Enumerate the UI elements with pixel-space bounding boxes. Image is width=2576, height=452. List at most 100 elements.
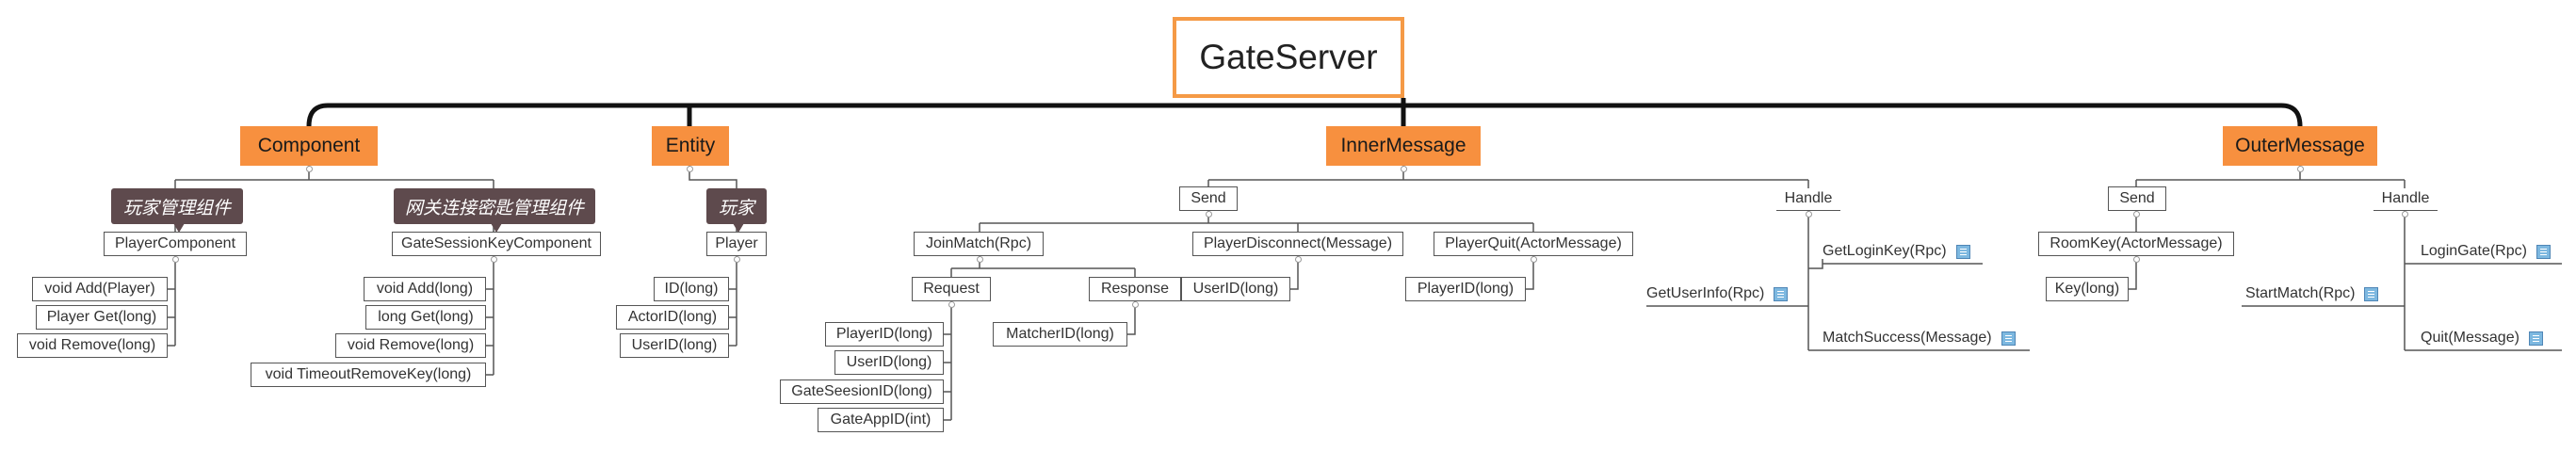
start-match-label: StartMatch(Rpc) bbox=[2245, 285, 2356, 301]
request-field-node[interactable]: GateSeesionID(long) bbox=[780, 379, 944, 404]
session-method-node[interactable]: void Remove(long) bbox=[335, 333, 486, 358]
player-entity-label: Player bbox=[715, 235, 758, 251]
join-match-label: JoinMatch(Rpc) bbox=[925, 235, 1032, 251]
request-field-label: GateAppID(int) bbox=[830, 412, 932, 428]
session-method-node[interactable]: long Get(long) bbox=[365, 305, 486, 330]
session-method-node[interactable]: void TimeoutRemoveKey(long) bbox=[251, 363, 486, 387]
quit-label: Quit(Message) bbox=[2421, 330, 2519, 346]
root-label: GateServer bbox=[1199, 38, 1378, 76]
root-node[interactable]: GateServer bbox=[1173, 17, 1404, 98]
match-success-node[interactable]: MatchSuccess(Message) bbox=[1823, 326, 2016, 350]
disconnect-field-label: UserID(long) bbox=[1192, 281, 1279, 297]
note-icon[interactable] bbox=[1774, 286, 1789, 301]
player-component-label: PlayerComponent bbox=[114, 235, 236, 251]
note-icon[interactable] bbox=[2001, 331, 2016, 346]
collapse-toggle[interactable] bbox=[1295, 256, 1302, 263]
player-disconnect-node[interactable]: PlayerDisconnect(Message) bbox=[1192, 232, 1403, 256]
session-tag-label: 网关连接密匙管理组件 bbox=[404, 198, 584, 218]
component-node[interactable]: Component bbox=[240, 126, 378, 166]
request-node[interactable]: Request bbox=[912, 277, 991, 301]
player-method-node[interactable]: Player Get(long) bbox=[36, 305, 168, 330]
player-field-node[interactable]: ID(long) bbox=[654, 277, 729, 301]
login-gate-node[interactable]: LoginGate(Rpc) bbox=[2421, 239, 2551, 264]
session-component-label: GateSessionKeyComponent bbox=[401, 235, 591, 251]
request-field-node[interactable]: UserID(long) bbox=[834, 350, 944, 375]
outer-send-node[interactable]: Send bbox=[2108, 186, 2166, 211]
collapse-toggle[interactable] bbox=[306, 166, 313, 172]
collapse-toggle[interactable] bbox=[2297, 166, 2304, 172]
entity-label: Entity bbox=[665, 135, 716, 156]
outer-message-label: OuterMessage bbox=[2235, 135, 2365, 156]
outer-message-node[interactable]: OuterMessage bbox=[2223, 126, 2377, 166]
join-match-node[interactable]: JoinMatch(Rpc) bbox=[914, 232, 1044, 256]
inner-message-node[interactable]: InnerMessage bbox=[1326, 126, 1481, 166]
player-method-label: void Remove(long) bbox=[28, 337, 156, 353]
collapse-toggle[interactable] bbox=[977, 256, 983, 263]
note-icon[interactable] bbox=[2535, 244, 2551, 259]
request-field-label: UserID(long) bbox=[846, 354, 932, 370]
collapse-toggle[interactable] bbox=[1206, 211, 1212, 218]
inner-send-node[interactable]: Send bbox=[1179, 186, 1238, 211]
collapse-toggle[interactable] bbox=[687, 166, 693, 172]
player-component-node[interactable]: PlayerComponent bbox=[104, 232, 247, 256]
inner-message-label: InnerMessage bbox=[1340, 135, 1466, 156]
collapse-toggle[interactable] bbox=[2133, 211, 2140, 218]
player-tag-callout: 玩家管理组件 bbox=[111, 188, 243, 233]
player-disconnect-label: PlayerDisconnect(Message) bbox=[1203, 235, 1393, 251]
player-method-label: Player Get(long) bbox=[46, 309, 157, 325]
player-field-label: ID(long) bbox=[664, 281, 719, 297]
entity-node[interactable]: Entity bbox=[652, 126, 729, 166]
collapse-toggle[interactable] bbox=[491, 256, 497, 263]
get-login-key-node[interactable]: GetLoginKey(Rpc) bbox=[1823, 239, 1970, 264]
request-label: Request bbox=[923, 281, 980, 297]
player-method-label: void Add(Player) bbox=[44, 281, 155, 297]
quit-node[interactable]: Quit(Message) bbox=[2421, 326, 2543, 350]
note-icon[interactable] bbox=[2364, 286, 2379, 301]
quit-field-node[interactable]: PlayerID(long) bbox=[1405, 277, 1526, 301]
entity-tag-label: 玩家 bbox=[718, 198, 754, 218]
collapse-toggle[interactable] bbox=[2402, 211, 2408, 218]
collapse-toggle[interactable] bbox=[948, 301, 955, 308]
session-method-label: void Add(long) bbox=[376, 281, 474, 297]
note-icon[interactable] bbox=[1955, 244, 1970, 259]
note-icon[interactable] bbox=[2528, 331, 2543, 346]
session-method-node[interactable]: void Add(long) bbox=[364, 277, 486, 301]
collapse-toggle[interactable] bbox=[1806, 211, 1812, 218]
collapse-toggle[interactable] bbox=[172, 256, 179, 263]
player-quit-label: PlayerQuit(ActorMessage) bbox=[1445, 235, 1622, 251]
room-key-node[interactable]: RoomKey(ActorMessage) bbox=[2038, 232, 2234, 256]
outer-send-label: Send bbox=[2119, 190, 2155, 206]
session-component-node[interactable]: GateSessionKeyComponent bbox=[392, 232, 601, 256]
disconnect-field-node[interactable]: UserID(long) bbox=[1181, 277, 1290, 301]
player-field-node[interactable]: UserID(long) bbox=[620, 333, 729, 358]
room-key-field-label: Key(long) bbox=[2054, 281, 2120, 297]
response-node[interactable]: Response bbox=[1089, 277, 1181, 301]
player-method-node[interactable]: void Add(Player) bbox=[32, 277, 168, 301]
player-method-node[interactable]: void Remove(long) bbox=[17, 333, 168, 358]
collapse-toggle[interactable] bbox=[1132, 301, 1139, 308]
collapse-toggle[interactable] bbox=[1531, 256, 1537, 263]
component-label: Component bbox=[257, 135, 361, 156]
collapse-toggle[interactable] bbox=[1401, 166, 1407, 172]
player-field-node[interactable]: ActorID(long) bbox=[616, 305, 729, 330]
start-match-node[interactable]: StartMatch(Rpc) bbox=[2245, 282, 2379, 306]
inner-handle-node[interactable]: Handle bbox=[1776, 186, 1840, 211]
room-key-label: RoomKey(ActorMessage) bbox=[2049, 235, 2223, 251]
get-user-info-node[interactable]: GetUserInfo(Rpc) bbox=[1646, 282, 1789, 306]
outer-handle-node[interactable]: Handle bbox=[2373, 186, 2438, 211]
session-tag-callout: 网关连接密匙管理组件 bbox=[394, 188, 595, 233]
login-gate-label: LoginGate(Rpc) bbox=[2421, 243, 2527, 259]
player-tag-label: 玩家管理组件 bbox=[122, 198, 231, 218]
request-field-node[interactable]: PlayerID(long) bbox=[825, 322, 944, 347]
collapse-toggle[interactable] bbox=[2133, 256, 2140, 263]
outer-handle-label: Handle bbox=[2381, 189, 2430, 206]
player-quit-node[interactable]: PlayerQuit(ActorMessage) bbox=[1434, 232, 1633, 256]
player-field-label: ActorID(long) bbox=[627, 309, 718, 325]
request-field-node[interactable]: GateAppID(int) bbox=[818, 408, 944, 432]
collapse-toggle[interactable] bbox=[734, 256, 740, 263]
get-user-info-label: GetUserInfo(Rpc) bbox=[1646, 285, 1765, 301]
response-field-node[interactable]: MatcherID(long) bbox=[993, 322, 1127, 347]
room-key-field-node[interactable]: Key(long) bbox=[2046, 277, 2129, 301]
player-entity-node[interactable]: Player bbox=[706, 232, 767, 256]
